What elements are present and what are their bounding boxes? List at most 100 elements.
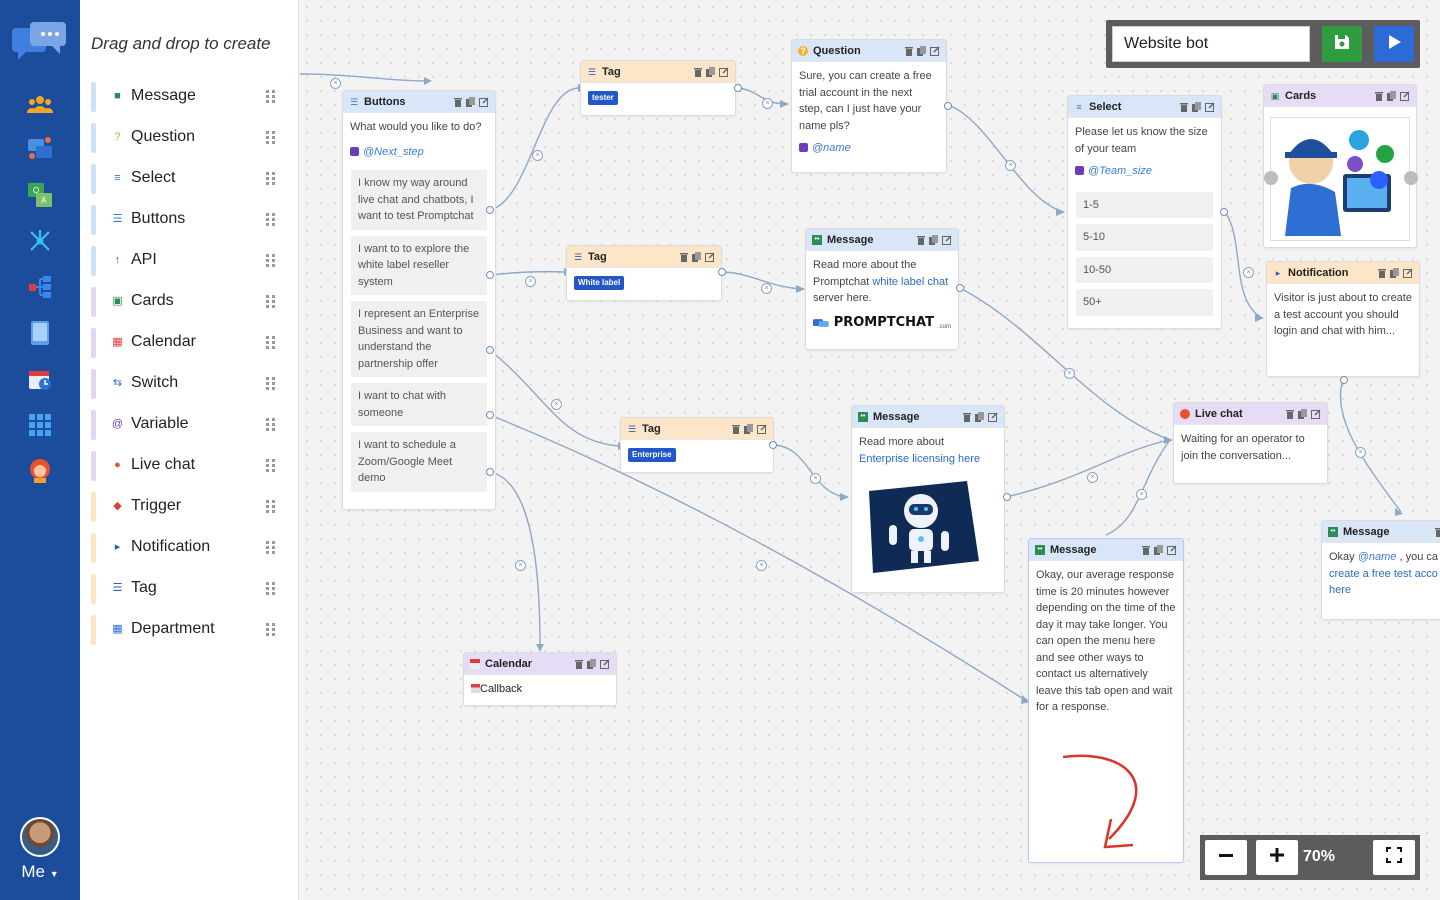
output-port[interactable]	[734, 84, 742, 92]
edit-icon[interactable]	[1311, 408, 1321, 419]
edit-icon[interactable]	[1403, 267, 1413, 278]
operator-icon[interactable]	[22, 454, 58, 488]
tag-node[interactable]: ☰ Tag Enterprise	[620, 417, 774, 473]
choice-button[interactable]: I want to chat with someone	[351, 383, 487, 426]
output-port[interactable]	[486, 206, 494, 214]
drag-handle-icon[interactable]	[266, 90, 276, 104]
palette-item-calendar[interactable]: ▦Calendar	[91, 328, 287, 358]
palette-item-live-chat[interactable]: ●Live chat	[91, 451, 287, 481]
delete-icon[interactable]	[731, 424, 741, 434]
copy-icon[interactable]	[1154, 544, 1164, 555]
user-avatar[interactable]	[20, 817, 60, 857]
output-port[interactable]	[486, 468, 494, 476]
drag-handle-icon[interactable]	[266, 541, 276, 555]
schedule-icon[interactable]	[22, 362, 58, 396]
drag-handle-icon[interactable]	[266, 459, 276, 473]
connection-line[interactable]	[489, 87, 579, 211]
connection-line[interactable]	[489, 349, 619, 447]
connection-delete-icon[interactable]: ×	[330, 78, 341, 89]
delete-icon[interactable]	[693, 67, 703, 77]
drag-handle-icon[interactable]	[266, 500, 276, 514]
drag-handle-icon[interactable]	[266, 582, 276, 596]
tag-node[interactable]: ☰ Tag tester	[580, 60, 736, 116]
palette-item-message[interactable]: ■Message	[91, 82, 287, 112]
edit-icon[interactable]	[1205, 101, 1215, 112]
edit-icon[interactable]	[930, 45, 940, 56]
connection-delete-icon[interactable]: ×	[810, 473, 821, 484]
output-port[interactable]	[718, 268, 726, 276]
drag-handle-icon[interactable]	[266, 377, 276, 391]
palette-item-buttons[interactable]: ☰Buttons	[91, 205, 287, 235]
team-icon[interactable]	[22, 87, 58, 121]
select-option[interactable]: 5-10	[1076, 224, 1213, 251]
connection-line[interactable]	[720, 271, 805, 290]
copy-icon[interactable]	[1390, 267, 1400, 278]
connection-line[interactable]	[1105, 439, 1171, 536]
tag-node[interactable]: ☰ Tag White label	[566, 245, 722, 301]
flow-canvas[interactable]: × × × × × × × × × × × × × × × ☰ Buttons …	[300, 0, 1440, 900]
output-port[interactable]	[1340, 376, 1348, 384]
output-port[interactable]	[1220, 208, 1228, 216]
delete-icon[interactable]	[1179, 102, 1189, 112]
connection-delete-icon[interactable]: ×	[1005, 160, 1016, 171]
drag-handle-icon[interactable]	[266, 418, 276, 432]
delete-icon[interactable]	[1285, 409, 1295, 419]
edit-icon[interactable]	[600, 658, 610, 669]
drag-handle-icon[interactable]	[266, 254, 276, 268]
delete-icon[interactable]	[1434, 527, 1440, 537]
output-port[interactable]	[956, 284, 964, 292]
edit-icon[interactable]	[479, 96, 489, 107]
copy-icon[interactable]	[587, 658, 597, 669]
palette-item-variable[interactable]: @Variable	[91, 410, 287, 440]
connection-delete-icon[interactable]: ×	[1243, 267, 1254, 278]
save-button[interactable]	[1322, 26, 1362, 62]
zoom-in-button[interactable]	[1256, 840, 1298, 875]
carousel-next-icon[interactable]	[1404, 171, 1418, 185]
copy-icon[interactable]	[1192, 101, 1202, 112]
connection-delete-icon[interactable]: ×	[525, 276, 536, 287]
select-option[interactable]: 1-5	[1076, 191, 1213, 218]
palette-item-trigger[interactable]: ◆Trigger	[91, 492, 287, 522]
palette-item-cards[interactable]: ▣Cards	[91, 287, 287, 317]
connection-delete-icon[interactable]: ×	[1087, 472, 1098, 483]
delete-icon[interactable]	[916, 235, 926, 245]
copy-icon[interactable]	[1387, 90, 1397, 101]
message-link[interactable]: here	[1329, 584, 1352, 596]
copy-icon[interactable]	[466, 96, 476, 107]
connection-line[interactable]	[489, 414, 1026, 701]
connection-line[interactable]	[1224, 211, 1263, 319]
output-port[interactable]	[1003, 493, 1011, 501]
app-logo-icon[interactable]	[12, 20, 68, 64]
connection-delete-icon[interactable]: ×	[1136, 489, 1147, 500]
notification-node[interactable]: ▸ Notification Visitor is just about to …	[1266, 261, 1420, 377]
message-link[interactable]: white label chat	[872, 275, 949, 288]
select-option[interactable]: 50+	[1076, 289, 1213, 316]
drag-handle-icon[interactable]	[266, 131, 276, 145]
edit-icon[interactable]	[942, 234, 952, 245]
output-port[interactable]	[486, 346, 494, 354]
connection-delete-icon[interactable]: ×	[756, 560, 767, 571]
grid-icon[interactable]	[22, 408, 58, 442]
cards-node[interactable]: ▣ Cards	[1263, 84, 1418, 248]
drag-handle-icon[interactable]	[266, 336, 276, 350]
zoom-out-button[interactable]	[1205, 840, 1247, 875]
copy-icon[interactable]	[744, 423, 754, 434]
connection-line[interactable]	[300, 73, 425, 82]
drag-handle-icon[interactable]	[266, 295, 276, 309]
user-menu[interactable]: Me ▼	[0, 862, 80, 882]
palette-item-notification[interactable]: ▸Notification	[91, 533, 287, 563]
connection-line[interactable]	[771, 444, 849, 498]
connection-delete-icon[interactable]: ×	[532, 150, 543, 161]
palette-item-api[interactable]: ↑API	[91, 246, 287, 276]
fullscreen-button[interactable]	[1373, 840, 1415, 875]
delete-icon[interactable]	[574, 659, 584, 669]
edit-icon[interactable]	[705, 251, 715, 262]
palette-item-question[interactable]: ?Question	[91, 123, 287, 153]
message-node[interactable]: •• Message Read more about Enterprise li…	[851, 405, 1005, 593]
select-node[interactable]: ≡ Select Please let us know the size of …	[1067, 95, 1222, 329]
drag-handle-icon[interactable]	[266, 213, 276, 227]
select-option[interactable]: 10-50	[1076, 256, 1213, 283]
connection-delete-icon[interactable]: ×	[1355, 447, 1366, 458]
copy-icon[interactable]	[975, 411, 985, 422]
